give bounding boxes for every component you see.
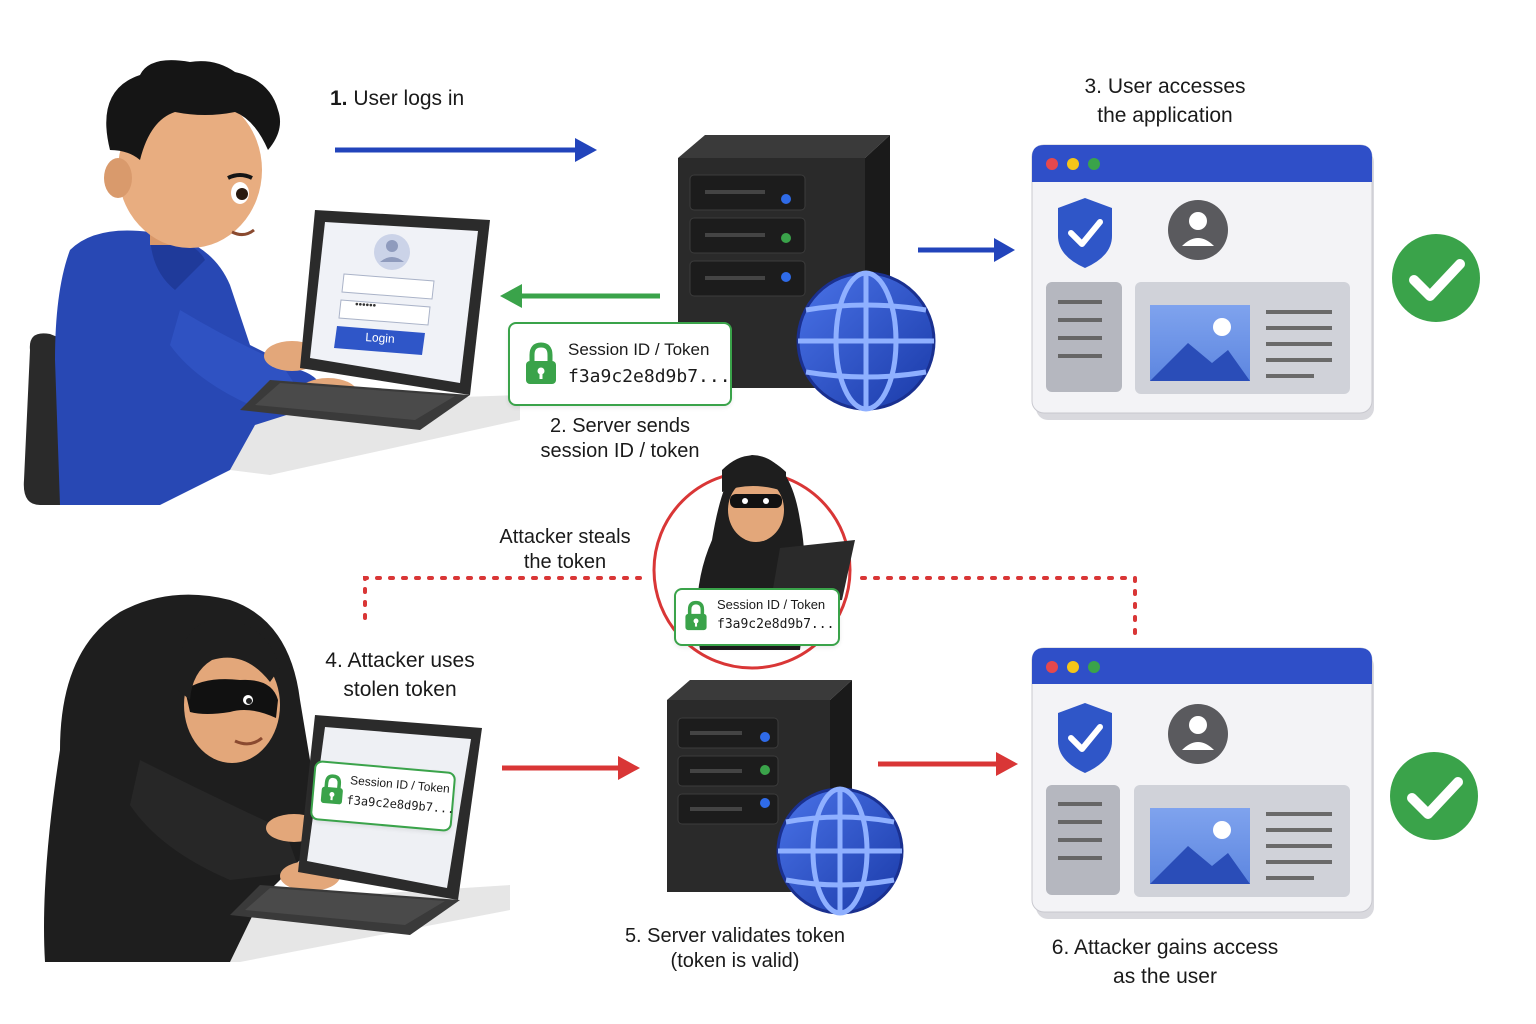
login-form bbox=[334, 234, 435, 355]
token-label: Session ID / Token bbox=[568, 340, 710, 359]
step-2-line1: 2. Server sends bbox=[549, 415, 691, 437]
lock-icon bbox=[526, 342, 556, 384]
step-1-text: User logs in bbox=[353, 87, 465, 110]
check-icon bbox=[1390, 752, 1478, 840]
token-value: f3a9c2e8d9b7... bbox=[717, 617, 835, 632]
arrow-token-return bbox=[500, 284, 660, 308]
shield-icon bbox=[1058, 198, 1112, 268]
steal-label: Attacker steals the token bbox=[475, 525, 655, 575]
step-1-number: 1. bbox=[330, 87, 348, 110]
token-value: f3a9c2e8d9b7... bbox=[345, 792, 456, 817]
lock-icon bbox=[320, 774, 343, 805]
shield-icon bbox=[1058, 703, 1112, 773]
globe-icon bbox=[776, 786, 904, 916]
step-6-line1: 6. Attacker gains access bbox=[1051, 936, 1279, 959]
steal-line2: the token bbox=[523, 551, 607, 573]
step-3-label: 3. User accesses the application bbox=[1040, 72, 1290, 130]
image-icon bbox=[1150, 808, 1250, 884]
image-icon bbox=[1150, 305, 1250, 381]
step-4-line1: 4. Attacker uses bbox=[325, 649, 475, 672]
arrow-login bbox=[335, 138, 597, 162]
step-6-line2: as the user bbox=[1113, 965, 1217, 988]
token-badge-stolen: Session ID / Token f3a9c2e8d9b7... bbox=[674, 588, 840, 646]
token-value: f3a9c2e8d9b7... bbox=[568, 366, 731, 387]
token-badge-attacker: Session ID / Token f3a9c2e8d9b7... bbox=[309, 759, 457, 833]
lock-icon bbox=[685, 600, 707, 631]
token-theft-path bbox=[363, 576, 1137, 640]
password-mask: •••••• bbox=[354, 299, 377, 312]
step-5-label: 5. Server validates token (token is vali… bbox=[610, 924, 860, 974]
app-window-top bbox=[1031, 144, 1374, 420]
step-3-line1: 3. User accesses bbox=[1084, 75, 1246, 98]
step-2-line2: session ID / token bbox=[540, 440, 700, 462]
step-1-label: 1. User logs in bbox=[330, 84, 500, 113]
arrow-attacker-access bbox=[878, 752, 1018, 776]
token-badge-server: Session ID / Token f3a9c2e8d9b7... bbox=[508, 322, 732, 406]
step-3-line2: the application bbox=[1097, 104, 1233, 127]
step-5-line1: 5. Server validates token bbox=[624, 925, 846, 947]
app-window-bottom bbox=[1031, 647, 1374, 919]
step-2-label: 2. Server sends session ID / token bbox=[520, 414, 720, 464]
user-icon bbox=[1168, 200, 1228, 260]
arrow-access bbox=[918, 238, 1015, 262]
token-label: Session ID / Token bbox=[717, 597, 826, 612]
check-icon bbox=[1392, 234, 1480, 322]
step-4-label: 4. Attacker uses stolen token bbox=[300, 646, 500, 704]
step-5-line2: (token is valid) bbox=[670, 950, 800, 972]
step-4-line2: stolen token bbox=[343, 678, 457, 701]
user-icon bbox=[1168, 704, 1228, 764]
step-6-label: 6. Attacker gains access as the user bbox=[1030, 933, 1300, 991]
token-label: Session ID / Token bbox=[349, 773, 451, 796]
globe-icon bbox=[796, 270, 936, 412]
steal-line1: Attacker steals bbox=[499, 526, 631, 548]
arrow-attack bbox=[502, 756, 640, 780]
